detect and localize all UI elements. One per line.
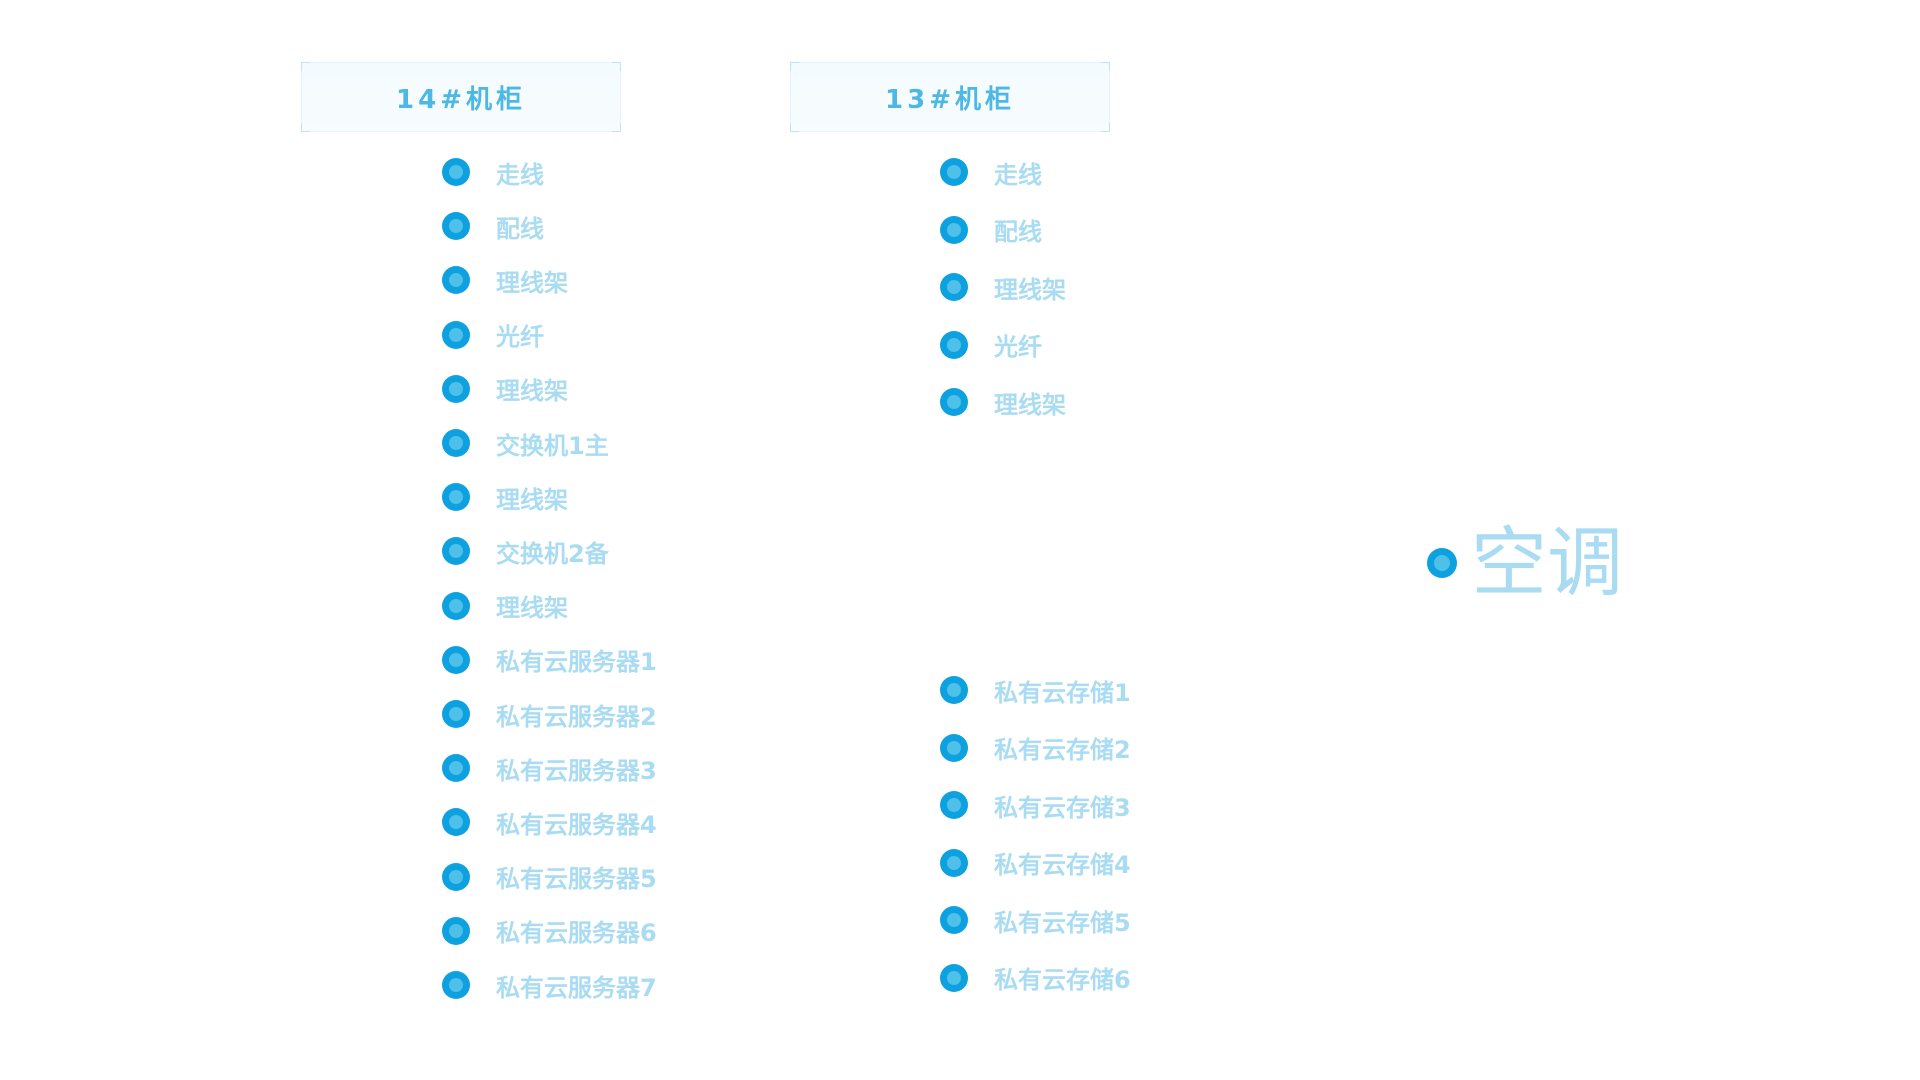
- device-label: 理线架: [994, 390, 1066, 419]
- device-label: 私有云服务器7: [496, 973, 657, 1002]
- device-list-item[interactable]: 私有云服务器3: [442, 753, 657, 785]
- device-list-item[interactable]: 理线架: [442, 265, 568, 297]
- device-label: 交换机2备: [496, 539, 609, 568]
- device-label: 理线架: [496, 377, 568, 406]
- status-dot-icon: [1427, 548, 1457, 578]
- device-list-item[interactable]: 私有云存储2: [940, 733, 1131, 764]
- device-list-item[interactable]: 走线: [940, 157, 1042, 189]
- device-list-item[interactable]: 理线架: [442, 374, 568, 406]
- device-list-item[interactable]: 私有云存储3: [940, 790, 1131, 822]
- device-label: 私有云服务器4: [496, 810, 657, 839]
- device-list-item[interactable]: 走线: [442, 157, 544, 189]
- device-label: 走线: [496, 160, 544, 189]
- status-dot-icon: [442, 266, 470, 295]
- corner-decoration: [1101, 123, 1110, 132]
- device-label: 私有云存储3: [994, 793, 1131, 822]
- corner-decoration: [790, 123, 799, 132]
- device-list-item[interactable]: 光纤: [442, 320, 544, 352]
- device-label: 配线: [994, 218, 1042, 246]
- status-dot-icon: [442, 971, 470, 999]
- corner-decoration: [612, 62, 621, 71]
- device-label: 交换机1主: [496, 431, 609, 460]
- device-label: 理线架: [496, 268, 568, 297]
- device-label: 私有云服务器3: [496, 756, 657, 785]
- status-dot-icon: [442, 862, 470, 891]
- status-dot-icon: [442, 700, 470, 728]
- cabinet-13-header[interactable]: 13#机柜: [790, 62, 1110, 132]
- device-list-item[interactable]: 理线架: [442, 591, 568, 623]
- device-label: 理线架: [496, 594, 568, 623]
- device-label: 理线架: [994, 275, 1066, 304]
- status-dot-icon: [940, 676, 968, 704]
- device-list-item[interactable]: 私有云存储1: [940, 675, 1131, 707]
- status-dot-icon: [940, 906, 968, 934]
- status-dot-icon: [442, 645, 470, 674]
- status-dot-icon: [442, 320, 470, 349]
- status-dot-icon: [940, 215, 968, 244]
- device-label: 私有云服务器6: [496, 919, 657, 948]
- status-dot-icon: [940, 791, 968, 819]
- status-dot-icon: [442, 374, 470, 403]
- device-list-item[interactable]: 交换机2备: [442, 536, 609, 568]
- device-list-item[interactable]: 私有云服务器4: [442, 807, 657, 839]
- air-conditioner-item[interactable]: 空调: [1427, 525, 1623, 601]
- device-label: 配线: [496, 214, 544, 243]
- device-list-item[interactable]: 光纤: [940, 330, 1042, 361]
- device-label: 私有云存储5: [994, 908, 1131, 937]
- device-list-item[interactable]: 私有云存储4: [940, 848, 1131, 879]
- device-list-item[interactable]: 理线架: [442, 482, 568, 514]
- air-conditioner-label: 空调: [1471, 518, 1623, 607]
- cabinet-14-header[interactable]: 14#机柜: [301, 62, 621, 132]
- device-label: 理线架: [496, 485, 568, 514]
- device-label: 私有云服务器2: [496, 702, 657, 731]
- device-list-item[interactable]: 私有云服务器7: [442, 970, 657, 1002]
- status-dot-icon: [940, 963, 968, 992]
- status-dot-icon: [442, 158, 470, 186]
- device-list-item[interactable]: 私有云服务器6: [442, 916, 657, 948]
- device-list-item[interactable]: 私有云存储6: [940, 963, 1131, 994]
- status-dot-icon: [940, 330, 968, 359]
- status-dot-icon: [940, 848, 968, 877]
- status-dot-icon: [940, 158, 968, 186]
- status-dot-icon: [442, 591, 470, 620]
- cabinet-14-title: 14#机柜: [396, 84, 526, 115]
- device-list-item[interactable]: 私有云服务器5: [442, 862, 657, 894]
- device-list-item[interactable]: 配线: [442, 211, 544, 243]
- status-dot-icon: [442, 537, 470, 566]
- device-label: 私有云服务器1: [496, 648, 657, 677]
- corner-decoration: [1101, 62, 1110, 71]
- cabinet-13-title: 13#机柜: [885, 84, 1015, 115]
- device-label: 私有云存储2: [994, 736, 1131, 764]
- status-dot-icon: [442, 754, 470, 783]
- status-dot-icon: [442, 429, 470, 457]
- device-label: 光纤: [994, 333, 1042, 361]
- status-dot-icon: [442, 916, 470, 945]
- corner-decoration: [790, 62, 799, 71]
- status-dot-icon: [940, 388, 968, 416]
- device-list-item[interactable]: 私有云存储5: [940, 905, 1131, 937]
- status-dot-icon: [442, 483, 470, 512]
- corner-decoration: [301, 123, 310, 132]
- corner-decoration: [301, 62, 310, 71]
- device-label: 走线: [994, 160, 1042, 189]
- device-label: 私有云存储4: [994, 851, 1131, 879]
- device-list-item[interactable]: 交换机1主: [442, 428, 609, 460]
- device-label: 私有云存储6: [994, 966, 1131, 994]
- device-label: 私有云存储1: [994, 678, 1131, 707]
- status-dot-icon: [940, 273, 968, 301]
- device-list-item[interactable]: 私有云服务器2: [442, 699, 657, 731]
- device-label: 私有云服务器5: [496, 865, 657, 894]
- device-list-item[interactable]: 理线架: [940, 387, 1066, 419]
- device-list-item[interactable]: 私有云服务器1: [442, 645, 657, 677]
- corner-decoration: [612, 123, 621, 132]
- status-dot-icon: [442, 808, 470, 837]
- status-dot-icon: [940, 733, 968, 762]
- device-list-item[interactable]: 理线架: [940, 272, 1066, 304]
- device-list-item[interactable]: 配线: [940, 215, 1042, 246]
- status-dot-icon: [442, 212, 470, 241]
- device-label: 光纤: [496, 323, 544, 352]
